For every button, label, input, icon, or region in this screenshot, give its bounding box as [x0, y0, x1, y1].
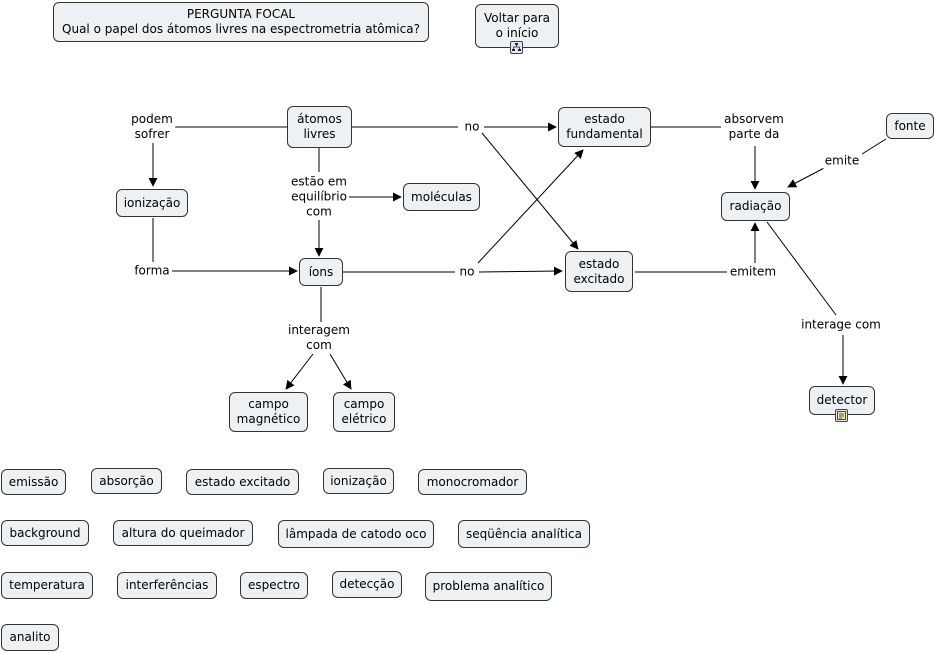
- parking-concept[interactable]: seqüência analítica: [458, 520, 590, 548]
- concept-estado-excitado[interactable]: estado excitado: [565, 251, 633, 292]
- parking-concept[interactable]: emissão: [1, 469, 66, 495]
- link-emite: emite: [822, 153, 862, 169]
- concept-campo-eletrico[interactable]: campo elétrico: [333, 392, 395, 432]
- concept-ions[interactable]: íons: [299, 258, 343, 286]
- image-resource-glyph: [837, 411, 846, 420]
- parking-concept[interactable]: temperatura: [1, 572, 93, 599]
- link-absorvem-parte-da: absorvem parte da: [722, 112, 786, 142]
- concept-atomos-livres[interactable]: átomos livres: [287, 106, 352, 148]
- concept-label: moléculas: [411, 189, 472, 204]
- link-interagem-com: interagem com: [285, 323, 353, 353]
- parking-concept[interactable]: analito: [1, 624, 59, 651]
- concept-label: estado excitado: [573, 256, 625, 286]
- link-emitem: emitem: [727, 264, 779, 280]
- concept-label: fonte: [894, 118, 926, 133]
- back-to-start-label: Voltar para o início: [483, 11, 551, 40]
- parking-concept[interactable]: interferências: [117, 572, 217, 599]
- concept-moleculas[interactable]: moléculas: [403, 183, 480, 211]
- parking-concept[interactable]: background: [1, 520, 89, 546]
- parking-concept[interactable]: altura do queimador: [113, 520, 253, 546]
- concept-label: estado fundamental: [566, 112, 643, 141]
- link-interage-com: interage com: [799, 317, 883, 333]
- concept-map-icon[interactable]: [510, 41, 523, 54]
- concept-label: campo elétrico: [341, 397, 387, 426]
- link-no-atomos: no: [462, 119, 482, 135]
- concept-ionizacao[interactable]: ionização: [116, 189, 188, 217]
- parking-concept[interactable]: absorção: [91, 468, 162, 494]
- parking-concept[interactable]: problema analítico: [425, 572, 552, 601]
- concept-label: radiação: [729, 199, 782, 213]
- parking-concept[interactable]: detecção: [332, 571, 402, 598]
- concept-estado-fundamental[interactable]: estado fundamental: [558, 107, 651, 147]
- parking-concept[interactable]: monocromador: [418, 469, 527, 495]
- concept-label: detector: [816, 393, 868, 407]
- back-to-start-button[interactable]: Voltar para o início: [475, 4, 559, 48]
- focal-question-box: PERGUNTA FOCAL Qual o papel dos átomos l…: [53, 2, 429, 42]
- concept-fonte[interactable]: fonte: [886, 113, 934, 139]
- concept-label: campo magnético: [236, 397, 301, 426]
- link-podem-sofrer: podem sofrer: [129, 112, 175, 142]
- focal-question-text: Qual o papel dos átomos livres na espect…: [62, 22, 420, 36]
- parking-concept[interactable]: ionização: [323, 468, 394, 494]
- concept-label: átomos livres: [297, 112, 342, 141]
- concept-map-glyph: [512, 43, 521, 51]
- concept-label: ionização: [123, 195, 181, 210]
- concept-label: íons: [308, 264, 334, 279]
- parking-concept[interactable]: lâmpada de catodo oco: [278, 520, 434, 548]
- link-forma: forma: [132, 263, 172, 279]
- concept-radiacao[interactable]: radiação: [721, 192, 790, 221]
- link-estao-em-equilibrio-com: estão em equilíbrio com: [289, 174, 349, 220]
- parking-concept[interactable]: estado excitado: [186, 469, 299, 495]
- image-resource-icon[interactable]: [835, 409, 848, 422]
- concept-campo-magnetico[interactable]: campo magnético: [229, 392, 308, 432]
- focal-question-title: PERGUNTA FOCAL: [186, 7, 296, 21]
- link-no-ions: no: [457, 264, 477, 280]
- parking-concept[interactable]: espectro: [240, 572, 308, 599]
